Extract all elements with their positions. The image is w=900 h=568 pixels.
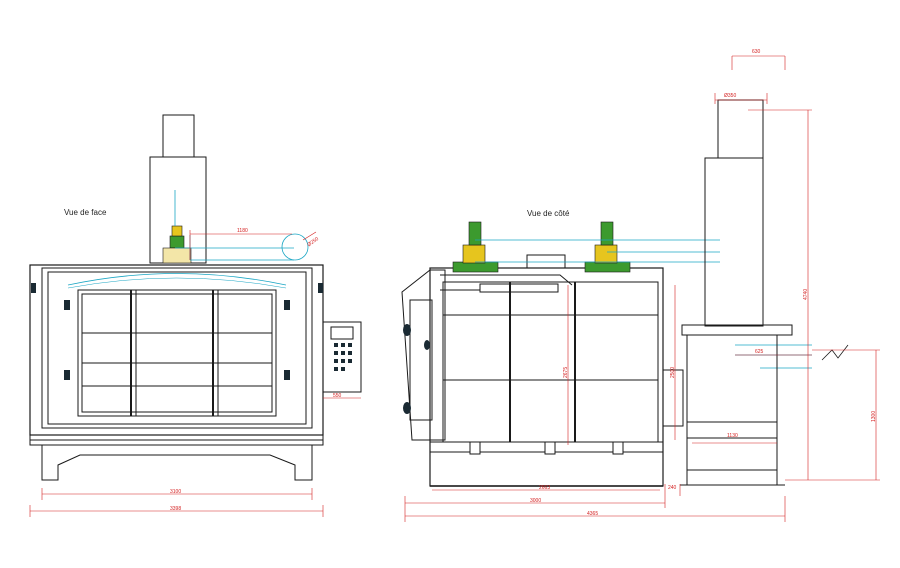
dim-side-length-mid: 3000 [530,498,542,504]
front-duct-circle [281,233,309,261]
front-view [29,114,362,517]
dim-side-height-cabin: 2500 [670,366,676,378]
dim-side-height-inner: 2675 [563,366,569,378]
dim-front-width-inner: 3100 [170,489,182,495]
dim-side-stack-diameter: Ø350 [724,93,737,99]
front-control-panel [322,321,362,393]
side-fan-icon-1 [452,221,499,273]
dim-front-duct-length: 1180 [237,228,248,234]
dim-side-length-inner: 2663 [539,485,551,491]
side-fan-icon-2 [584,221,631,273]
dim-side-box-height: 1300 [871,410,877,422]
side-view [401,55,880,522]
dim-side-stack-width: 630 [752,49,761,55]
dim-side-port: 625 [755,349,764,355]
dim-side-extra: 240 [668,485,677,491]
front-fan-icon [162,225,192,264]
side-view-label: Vue de côté [527,209,570,218]
dim-front-width-outer: 3398 [170,506,182,512]
dim-side-box-width: 1130 [727,433,738,439]
side-stack [717,99,764,159]
front-view-label: Vue de face [64,208,107,217]
front-chimney [162,114,195,158]
dim-front-panel-depth: 550 [333,393,342,399]
dim-side-length-total: 4365 [587,511,599,517]
dim-side-height-total: 4740 [803,288,809,300]
